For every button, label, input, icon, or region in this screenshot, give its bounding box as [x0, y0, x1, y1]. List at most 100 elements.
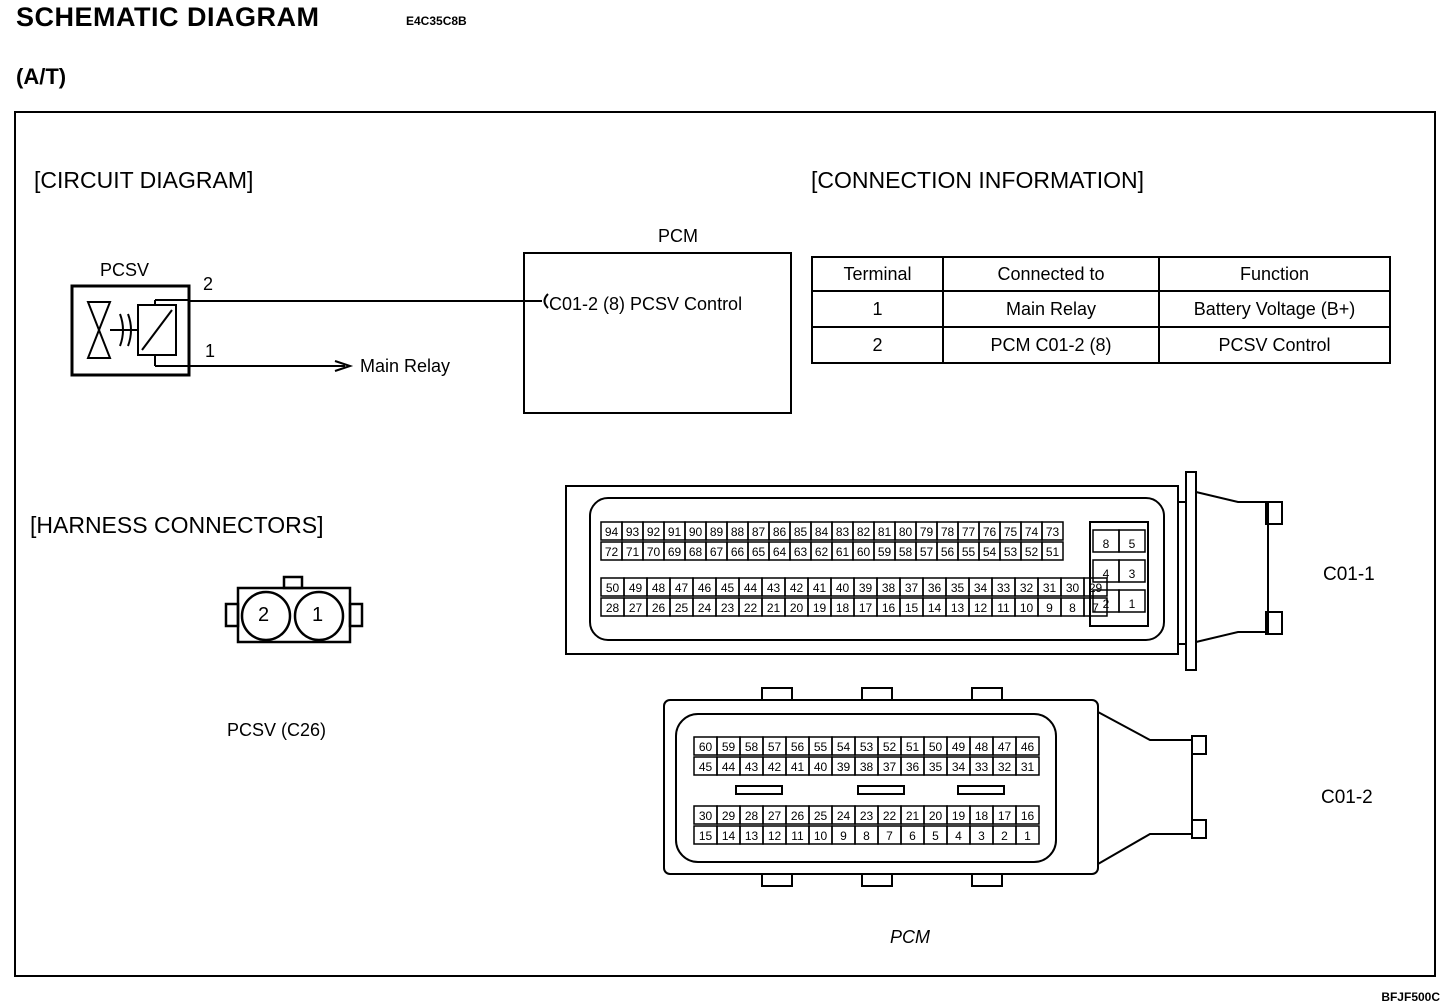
table-row: 2 PCM C01-2 (8) PCSV Control — [811, 326, 1391, 364]
pin-number: 48 — [975, 740, 989, 754]
pin-number: 49 — [952, 740, 966, 754]
pin-number: 71 — [626, 545, 640, 559]
c01-1-connector-drawing — [565, 471, 1283, 671]
pin-number: 50 — [929, 740, 943, 754]
pin-number: 7 — [1092, 601, 1099, 615]
pcsv-connector-label: PCSV (C26) — [227, 720, 327, 740]
pin-number: 39 — [837, 760, 851, 774]
pin-number: 17 — [859, 601, 873, 615]
pin-number: 32 — [1020, 581, 1034, 595]
pin-number: 3 — [1129, 567, 1136, 581]
pin-number: 87 — [752, 525, 766, 539]
pin-number: 57 — [768, 740, 782, 754]
pin-number: 18 — [836, 601, 850, 615]
c01-1-label: C01-1 — [1323, 564, 1375, 585]
pcm-pin-connector-icon — [543, 293, 549, 309]
pin-number: 38 — [860, 760, 874, 774]
pin-number: 21 — [906, 809, 920, 823]
pin-number: 68 — [689, 545, 703, 559]
pin-number: 4 — [955, 829, 962, 843]
connection-information-heading: [CONNECTION INFORMATION] — [811, 167, 1145, 193]
pin-number: 54 — [983, 545, 997, 559]
pcm-label: PCM — [658, 226, 698, 246]
pin-number: 16 — [882, 601, 896, 615]
pin-number: 67 — [710, 545, 724, 559]
pin-number: 38 — [882, 581, 896, 595]
pin-number: 51 — [1046, 545, 1060, 559]
transmission-variant: (A/T) — [16, 64, 67, 89]
pin-number: 43 — [745, 760, 759, 774]
pin-number: 19 — [952, 809, 966, 823]
pin-number: 28 — [606, 601, 620, 615]
pin-number: 88 — [731, 525, 745, 539]
pin-number: 6 — [909, 829, 916, 843]
pin-number: 13 — [951, 601, 965, 615]
pin-number: 33 — [975, 760, 989, 774]
pin-number: 23 — [721, 601, 735, 615]
cell-function: Battery Voltage (B+) — [1158, 290, 1391, 328]
pin-number: 10 — [1020, 601, 1034, 615]
pin-number: 52 — [883, 740, 897, 754]
pcsv-pin-2: 2 — [258, 604, 270, 626]
pin-number: 53 — [860, 740, 874, 754]
pin-number: 37 — [883, 760, 897, 774]
pin-number: 52 — [1025, 545, 1039, 559]
cell-terminal: 1 — [811, 290, 944, 328]
pin-number: 82 — [857, 525, 871, 539]
pin-number: 62 — [815, 545, 829, 559]
pin-number: 16 — [1021, 809, 1035, 823]
pin-number: 45 — [721, 581, 735, 595]
pin-number: 79 — [920, 525, 934, 539]
pin-number: 15 — [905, 601, 919, 615]
pin-number: 69 — [668, 545, 682, 559]
pin-number: 46 — [698, 581, 712, 595]
pin-number: 13 — [745, 829, 759, 843]
pin-number: 24 — [837, 809, 851, 823]
pin-number: 78 — [941, 525, 955, 539]
pin-number: 12 — [768, 829, 782, 843]
pin-2-label: 2 — [203, 274, 214, 294]
pin-number: 73 — [1046, 525, 1060, 539]
pin-number: 70 — [647, 545, 661, 559]
c01-2-connector-drawing — [663, 687, 1207, 887]
pin-number: 27 — [629, 601, 643, 615]
pin-number: 33 — [997, 581, 1011, 595]
pin-number: 46 — [1021, 740, 1035, 754]
pin-number: 80 — [899, 525, 913, 539]
cell-terminal: 2 — [811, 326, 944, 364]
pin-number: 39 — [859, 581, 873, 595]
pin-number: 5 — [1129, 537, 1136, 551]
pin-number: 74 — [1025, 525, 1039, 539]
pin-number: 18 — [975, 809, 989, 823]
pin-number: 59 — [722, 740, 736, 754]
pin-number: 15 — [699, 829, 713, 843]
pin-number: 63 — [794, 545, 808, 559]
pin-number: 34 — [974, 581, 988, 595]
pin-number: 86 — [773, 525, 787, 539]
valve-symbol-icon — [86, 299, 189, 367]
pin-number: 41 — [813, 581, 827, 595]
document-code: E4C35C8B — [406, 14, 467, 28]
pin-number: 56 — [791, 740, 805, 754]
pin-cell — [1015, 805, 1040, 825]
pin-number: 49 — [629, 581, 643, 595]
pin-number: 25 — [814, 809, 828, 823]
header-terminal: Terminal — [811, 256, 944, 292]
pin-number: 11 — [791, 829, 804, 843]
pin-number: 25 — [675, 601, 689, 615]
pin-number: 53 — [1004, 545, 1018, 559]
pin-number: 64 — [773, 545, 787, 559]
pin-number: 57 — [920, 545, 934, 559]
pin-number: 29 — [1089, 581, 1103, 595]
pin-number: 75 — [1004, 525, 1018, 539]
pin-number: 85 — [794, 525, 808, 539]
pin-number: 30 — [699, 809, 713, 823]
pin-number: 1 — [1129, 597, 1136, 611]
pin-number: 26 — [652, 601, 666, 615]
diagram-frame — [14, 111, 1436, 977]
pin-number: 14 — [722, 829, 736, 843]
pin-number: 48 — [652, 581, 666, 595]
pin-number: 56 — [941, 545, 955, 559]
pin-number: 14 — [928, 601, 942, 615]
